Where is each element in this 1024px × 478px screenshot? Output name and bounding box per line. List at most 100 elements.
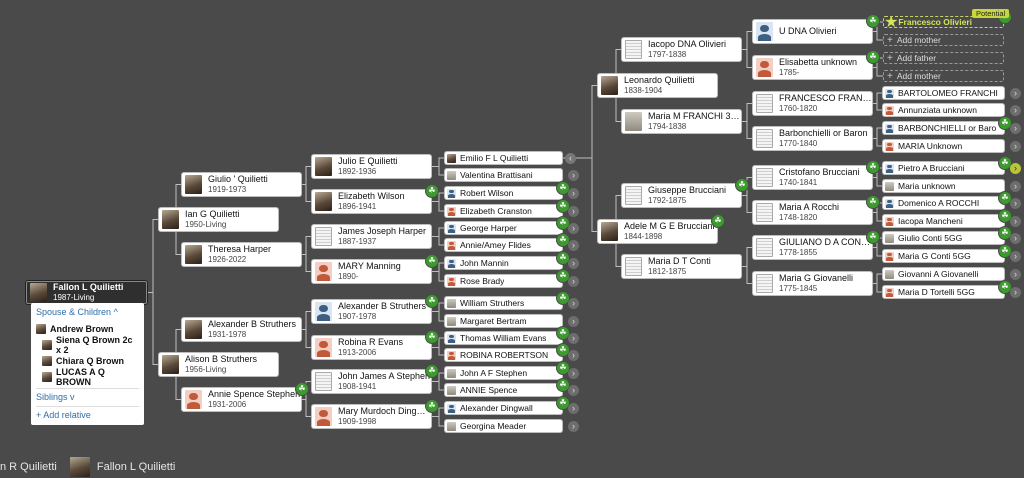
person-card[interactable]: Maria unknown xyxy=(883,180,1004,192)
hint-leaf-icon[interactable]: ☘ xyxy=(557,362,569,374)
expand-chevron-icon[interactable]: › xyxy=(568,385,579,396)
expand-chevron-icon[interactable]: › xyxy=(568,258,579,269)
person-card[interactable]: Alexander Dingwall xyxy=(445,402,562,414)
hint-leaf-icon[interactable]: ☘ xyxy=(999,245,1011,257)
hint-leaf-icon[interactable]: ☘ xyxy=(712,215,724,227)
person-card[interactable]: Domenico A ROCCHI xyxy=(883,197,1004,209)
add-relative-button[interactable]: + Add relative xyxy=(36,410,91,420)
hint-leaf-icon[interactable]: ☘ xyxy=(557,344,569,356)
expand-chevron-icon[interactable]: › xyxy=(1010,287,1021,298)
expand-chevron-icon[interactable]: › xyxy=(568,240,579,251)
person-card[interactable]: Maria G Conti 5GG xyxy=(883,250,1004,262)
hint-leaf-icon[interactable]: ☘ xyxy=(426,331,438,343)
hint-leaf-icon[interactable]: ☘ xyxy=(426,295,438,307)
hint-leaf-icon[interactable]: ☘ xyxy=(867,15,879,27)
hint-leaf-icon[interactable]: ☘ xyxy=(426,400,438,412)
siblings-toggle[interactable]: Siblings v xyxy=(36,392,75,402)
expand-chevron-icon[interactable]: › xyxy=(568,276,579,287)
hint-leaf-icon[interactable]: ☘ xyxy=(557,200,569,212)
person-card[interactable]: ANNIE Spence xyxy=(445,384,562,396)
expand-chevron-icon[interactable]: › xyxy=(1010,233,1021,244)
hint-leaf-icon[interactable]: ☘ xyxy=(557,292,569,304)
person-card[interactable]: U DNA Olivieri xyxy=(753,20,872,43)
hint-leaf-icon[interactable]: ☘ xyxy=(557,270,569,282)
hint-leaf-icon[interactable]: ☘ xyxy=(999,117,1011,129)
add-parent-slot[interactable]: +Add father xyxy=(883,52,1004,64)
spouse-children-toggle[interactable]: Spouse & Children ^ xyxy=(36,307,118,317)
hint-leaf-icon[interactable]: ☘ xyxy=(999,192,1011,204)
expand-chevron-icon[interactable]: › xyxy=(568,333,579,344)
spouse-row[interactable]: Andrew Brown xyxy=(36,321,139,337)
person-card[interactable]: Georgina Meader xyxy=(445,420,562,432)
hint-leaf-icon[interactable]: ☘ xyxy=(557,327,569,339)
expand-chevron-icon[interactable]: › xyxy=(1010,163,1021,174)
expand-chevron-icon[interactable]: › xyxy=(568,298,579,309)
expand-chevron-icon[interactable]: › xyxy=(1010,181,1021,192)
person-card[interactable]: BARTOLOMEO FRANCHI xyxy=(883,87,1004,99)
person-card[interactable]: John Mannin xyxy=(445,257,562,269)
person-card[interactable]: Giulio Conti 5GG xyxy=(883,232,1004,244)
expand-chevron-icon[interactable]: › xyxy=(568,170,579,181)
hint-leaf-icon[interactable]: ☘ xyxy=(867,161,879,173)
expand-chevron-icon[interactable]: › xyxy=(568,403,579,414)
person-card[interactable]: Emilio F L Quilietti xyxy=(445,152,562,164)
person-card[interactable]: ROBINA ROBERTSON xyxy=(445,349,562,361)
expand-chevron-icon[interactable]: › xyxy=(1010,123,1021,134)
hint-leaf-icon[interactable]: ☘ xyxy=(557,252,569,264)
person-card[interactable]: GIULIANO D A CONTI 4GG1778-1855 xyxy=(753,236,872,259)
footer-current-person[interactable]: Fallon L Quilietti xyxy=(96,461,176,473)
hint-leaf-icon[interactable]: ☘ xyxy=(999,227,1011,239)
expand-chevron-icon[interactable]: › xyxy=(1010,251,1021,262)
expand-chevron-icon[interactable]: › xyxy=(568,421,579,432)
person-card[interactable]: Annie/Amey Flides xyxy=(445,239,562,251)
expand-chevron-icon[interactable]: › xyxy=(568,368,579,379)
hint-leaf-icon[interactable]: ☘ xyxy=(999,281,1011,293)
hint-leaf-icon[interactable]: ☘ xyxy=(426,365,438,377)
hint-leaf-icon[interactable]: ☘ xyxy=(557,182,569,194)
expand-chevron-icon[interactable]: › xyxy=(568,188,579,199)
person-card[interactable]: Pietro A Brucciani xyxy=(883,162,1004,174)
expand-chevron-icon[interactable]: › xyxy=(1010,216,1021,227)
person-card[interactable]: Maria D Tortelli 5GG xyxy=(883,286,1004,298)
expand-chevron-icon[interactable]: › xyxy=(1010,269,1021,280)
person-card[interactable]: Iacopa Mancheni xyxy=(883,215,1004,227)
person-card[interactable]: Robert Wilson xyxy=(445,187,562,199)
person-card[interactable]: Rose Brady xyxy=(445,275,562,287)
expand-chevron-icon[interactable]: › xyxy=(568,206,579,217)
child-row[interactable]: Siena Q Brown 2c x 2 xyxy=(36,335,139,355)
expand-chevron-icon[interactable]: › xyxy=(568,316,579,327)
add-parent-slot[interactable]: +Add mother xyxy=(883,34,1004,46)
footer-previous-person[interactable]: n R Quilietti xyxy=(0,461,57,473)
person-card[interactable]: BARBONCHIELLI or Baro xyxy=(883,122,1004,134)
expand-chevron-icon[interactable]: › xyxy=(1010,105,1021,116)
person-card[interactable]: George Harper xyxy=(445,222,562,234)
person-card[interactable]: Annunziata unknown xyxy=(883,104,1004,116)
collapse-chevron-icon[interactable]: ‹ xyxy=(565,153,576,164)
hint-leaf-icon[interactable]: ☘ xyxy=(867,231,879,243)
hint-leaf-icon[interactable]: ☘ xyxy=(296,383,308,395)
person-card[interactable]: Valentina Brattisani xyxy=(445,169,562,181)
person-card[interactable]: Thomas William Evans xyxy=(445,332,562,344)
